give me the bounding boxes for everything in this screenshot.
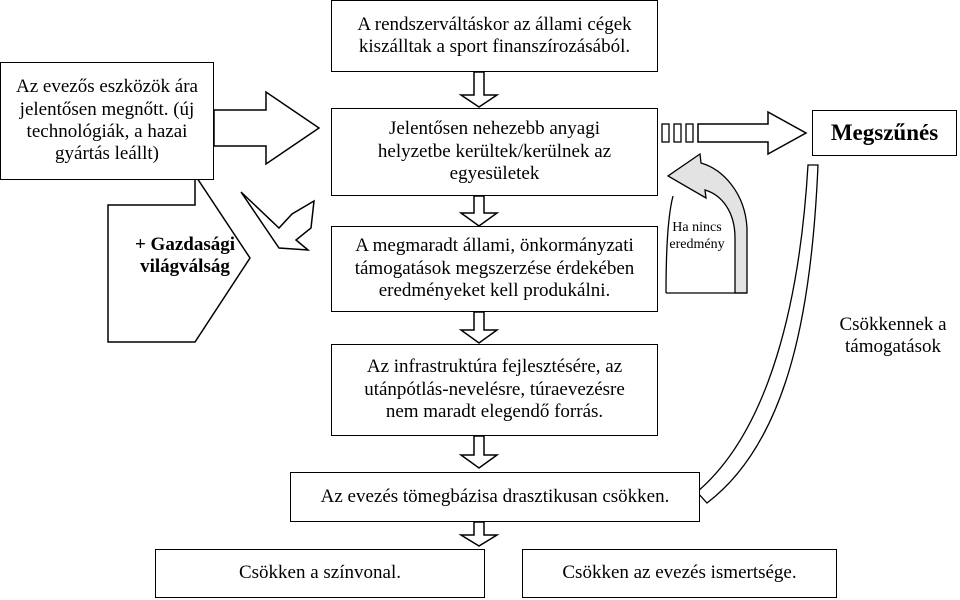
box-center-1: Jelentősen nehezebb anyagi helyzetbe ker…: [331, 108, 658, 196]
stripe-1: [661, 123, 670, 143]
curved-arrow-feedback: [666, 152, 748, 294]
box-bottom-left: Csökken a színvonal.: [155, 549, 485, 598]
box-end: Megszűnés: [812, 110, 957, 156]
stripe-3: [685, 123, 694, 143]
arrow-down-2: [458, 195, 500, 227]
box-left-mid: + Gazdasági világválság: [134, 233, 236, 277]
arrow-down-3: [458, 311, 500, 344]
right-label: Csökkennek a támogatások: [839, 313, 947, 357]
arrow-down-1: [458, 71, 500, 108]
curve-label: Ha nincs eredmény: [669, 219, 725, 253]
pentagon-left-mid: [107, 172, 251, 343]
box-center-3: Az infrastruktúra fejlesztésére, az után…: [331, 344, 658, 436]
stripe-2: [673, 123, 682, 143]
box-left-top: Az evezős eszközök ára jelentősen megnőt…: [0, 62, 214, 180]
box-bottom-right: Csökken az evezés ismertsége.: [522, 549, 837, 598]
arrow-down-4: [458, 435, 500, 469]
arrow-left-top-to-center: [213, 90, 321, 166]
arrow-diagonal-to-center: [240, 191, 315, 251]
curved-arrow-right: [696, 164, 819, 504]
box-bottom-wide: Az evezés tömegbázisa drasztikusan csökk…: [290, 472, 700, 522]
box-top: A rendszerváltáskor az állami cégek kisz…: [331, 0, 658, 72]
arrow-to-end: [697, 110, 808, 156]
box-center-2: A megmaradt állami, önkormányzati támoga…: [331, 226, 658, 312]
curved-arrow-body: [665, 195, 674, 294]
arrow-down-5: [458, 521, 500, 547]
